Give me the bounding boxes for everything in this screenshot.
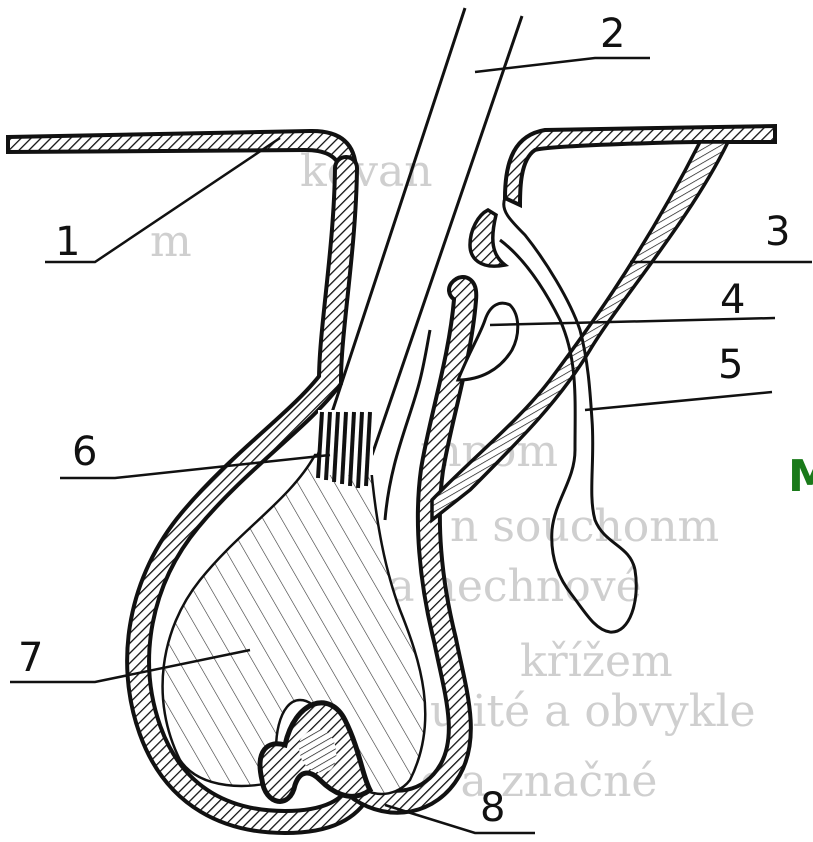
skin-surface-right <box>505 126 775 205</box>
label-6: 6 <box>72 432 97 472</box>
side-letter: M <box>788 455 813 499</box>
label-7: 7 <box>18 638 43 678</box>
label-2: 2 <box>600 14 625 54</box>
label-1: 1 <box>55 222 80 262</box>
sebaceous-duct <box>470 210 505 266</box>
label-4: 4 <box>720 280 745 320</box>
label-3: 3 <box>765 212 790 252</box>
label-8: 8 <box>480 788 505 828</box>
label-5: 5 <box>718 345 743 385</box>
skin-surface-left <box>8 131 356 182</box>
